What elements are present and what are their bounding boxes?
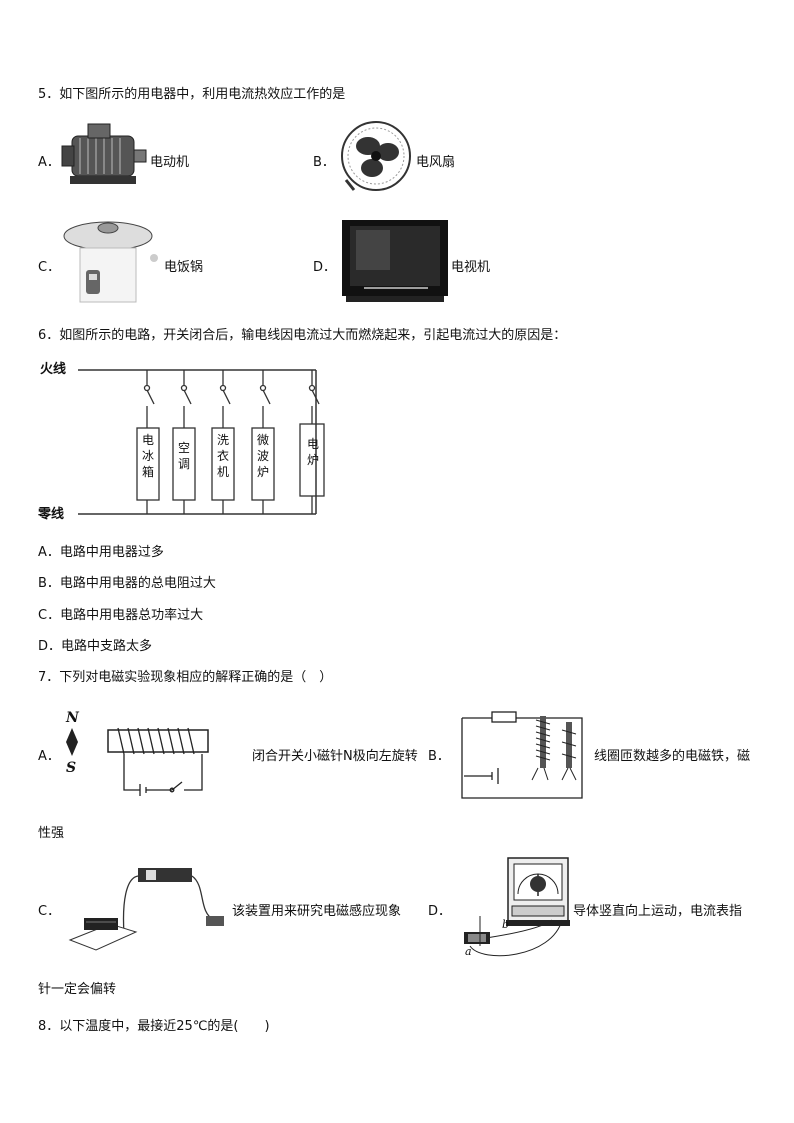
q7-option-d-letter: D． [428, 904, 452, 919]
q5-option-d-text: 电视机 [451, 260, 491, 275]
q7-option-b-text-cont: 性强 [38, 826, 65, 841]
compass-n-label: N [66, 710, 79, 726]
q5-option-c-text: 电饭锅 [164, 260, 204, 275]
q6-option-c: C．电路中用电器总功率过大 [38, 608, 204, 623]
q6-option-b: B．电路中用电器的总电阻过大 [38, 576, 216, 591]
q7-stem: 7．下列对电磁实验现象相应的解释正确的是（ ） [38, 670, 333, 685]
q5-option-a-text: 电动机 [150, 155, 190, 170]
q5-option-b-text: 电风扇 [416, 155, 456, 170]
motor-experiment-diagram [68, 868, 224, 951]
electric-motor-image [61, 123, 147, 184]
q5-option-a-letter: A． [38, 155, 60, 170]
q5-option-b-letter: B． [313, 155, 335, 170]
q6-option-d: D．电路中支路太多 [38, 639, 153, 654]
compass-s-label: S [66, 760, 77, 776]
electromagnet-coils-diagram [461, 711, 583, 799]
q7-option-c-text: 该装置用来研究电磁感应现象 [232, 904, 402, 919]
q7-option-b-text: 线圈匝数越多的电磁铁，磁 [594, 749, 751, 764]
solenoid-compass-diagram [66, 727, 209, 796]
q6-stem: 6．如图所示的电路，开关闭合后，输电线因电流过大而燃烧起来，引起电流过大的原因是… [38, 328, 567, 343]
neutral-wire-label: 零线 [38, 507, 65, 522]
conductor-a-label: a [465, 945, 472, 958]
q5-option-d-letter: D． [313, 260, 337, 275]
q7-option-a-text: 闭合开关小磁针N极向左旋转 [252, 749, 418, 764]
electric-fan-image [341, 121, 411, 191]
appliance-label-washing-machine: 洗衣机 [216, 433, 229, 479]
conductor-b-label: b [502, 918, 510, 931]
live-wire-label: 火线 [40, 362, 67, 377]
galvanometer-experiment-diagram [464, 857, 570, 957]
q5-option-c-letter: C． [38, 260, 61, 275]
q7-option-a-letter: A． [38, 749, 60, 764]
q6-option-a: A．电路中用电器过多 [38, 545, 164, 560]
parallel-circuit-diagram [78, 369, 325, 515]
appliance-label-air-conditioner: 空调 [177, 441, 190, 471]
appliance-label-microwave: 微波炉 [256, 433, 269, 479]
q7-option-b-letter: B． [428, 749, 450, 764]
q7-option-d-text-cont: 针一定会偏转 [38, 982, 117, 997]
q7-option-d-text: 导体竖直向上运动，电流表指 [573, 904, 743, 919]
television-image [342, 220, 448, 302]
appliance-label-electric-stove: 电炉 [306, 437, 319, 467]
q8-stem: 8．以下温度中，最接近25℃的是( ) [38, 1019, 270, 1034]
q7-option-c-letter: C． [38, 904, 61, 919]
q5-stem: 5．如下图所示的用电器中，利用电流热效应工作的是 [38, 87, 346, 102]
appliance-label-refrigerator: 电冰箱 [141, 433, 154, 479]
rice-cooker-image [63, 221, 158, 303]
